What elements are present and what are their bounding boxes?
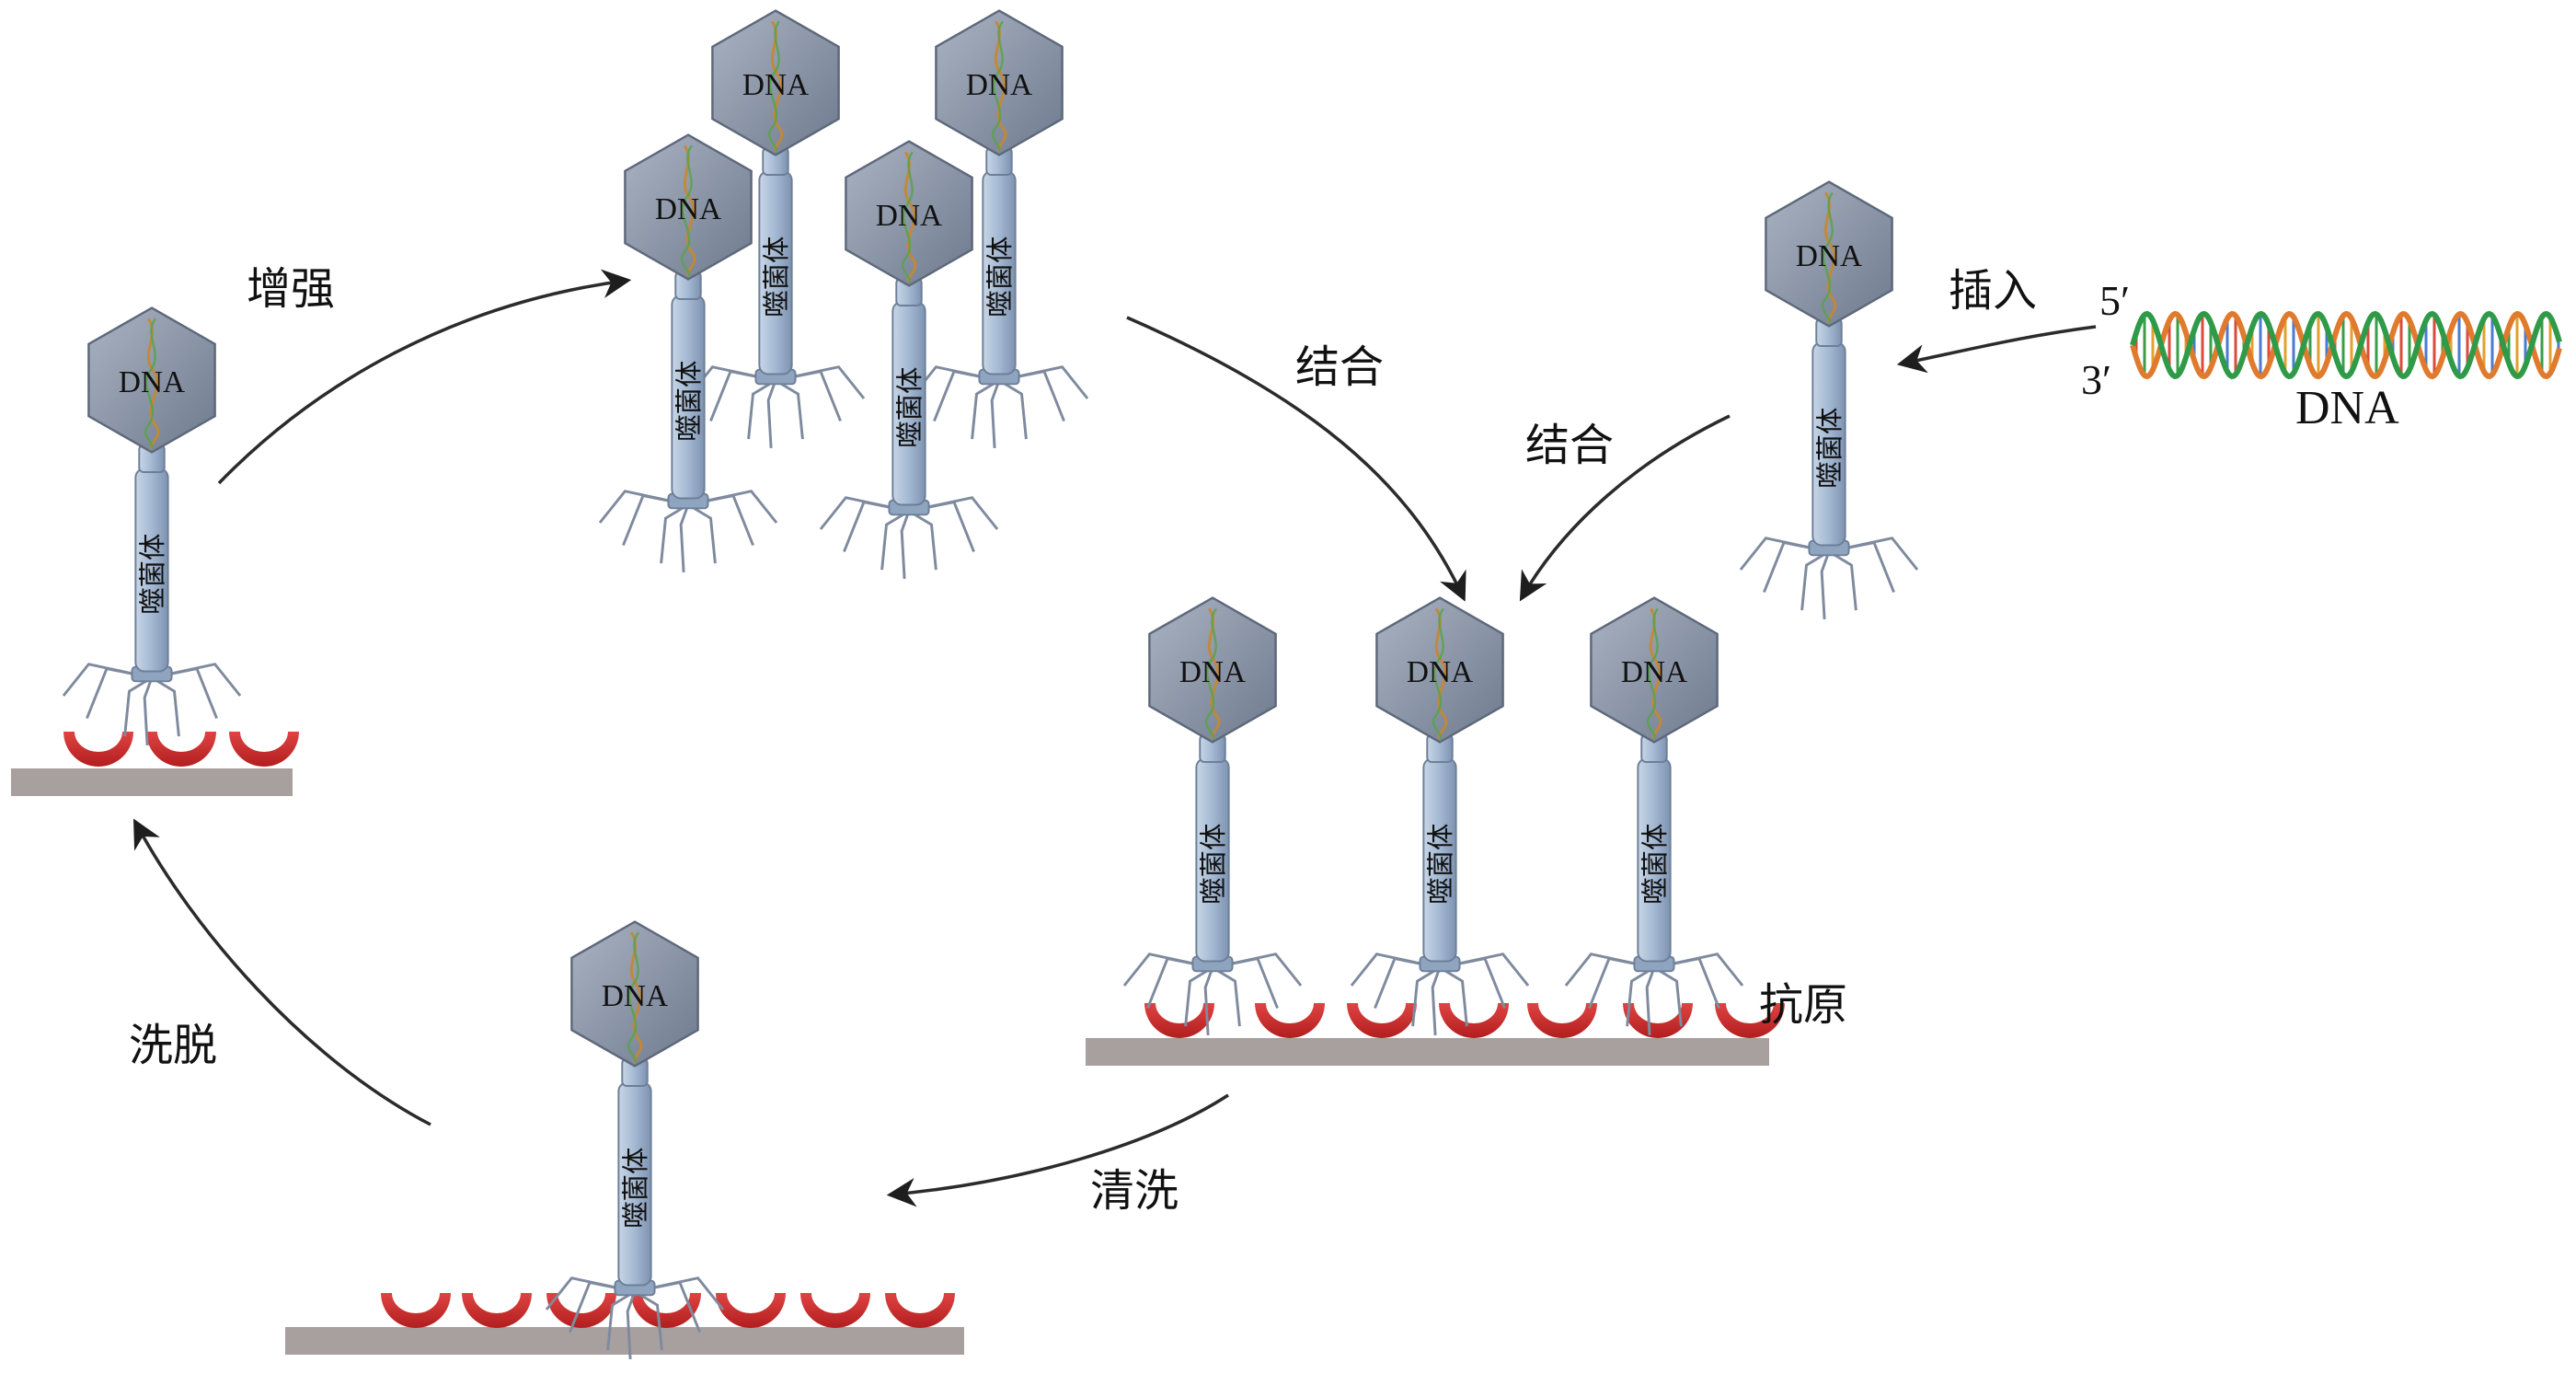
phage-tail-label: 噬菌体: [1425, 824, 1456, 905]
phage-bound-2: DNA 噬菌体: [1350, 596, 1530, 1037]
phage-tail-label: 噬菌体: [984, 237, 1016, 318]
phage-bound-1: DNA 噬菌体: [1122, 596, 1303, 1037]
label-dna-strand: DNA: [2295, 382, 2399, 434]
label-five-prime: 5′: [2099, 277, 2130, 324]
arrow-amplify: [217, 269, 632, 485]
label-elute: 洗脱: [129, 1020, 217, 1071]
label-amplify: 增强: [247, 263, 335, 315]
phage-wash: DNA 噬菌体: [545, 920, 725, 1361]
phage-head-label: DNA: [1179, 655, 1246, 689]
dna-backbone: [2130, 310, 2562, 380]
phage-head-label: DNA: [876, 199, 942, 233]
phage-amp-front-2: DNA 噬菌体: [819, 140, 999, 581]
arrow-insert: [1896, 325, 2097, 374]
phage-head-label: DNA: [1796, 239, 1862, 273]
phage-tail-label: 噬菌体: [1814, 408, 1846, 489]
phage-left: DNA 噬菌体: [62, 306, 242, 747]
arrow-bind-right: [1519, 414, 1731, 602]
dna-backbone: [2130, 310, 2562, 380]
phage-insert: DNA 噬菌体: [1739, 180, 1919, 621]
phage-tail-label: 噬菌体: [620, 1148, 651, 1229]
label-wash: 清洗: [1090, 1165, 1179, 1217]
dna-double-helix: [2130, 310, 2562, 380]
arrow-elute: [133, 818, 431, 1126]
phage-tail-label: 噬菌体: [137, 534, 168, 615]
phage-head-label: DNA: [1621, 655, 1687, 689]
label-bind-top: 结合: [1295, 341, 1384, 393]
arrow-wash: [886, 1093, 1229, 1207]
label-bind-right: 结合: [1525, 420, 1614, 471]
phage-amp-back-2: DNA 噬菌体: [909, 9, 1089, 450]
label-three-prime: 3′: [2081, 356, 2111, 403]
substrate-left: [11, 732, 299, 796]
phage-amp-back-1: DNA 噬菌体: [685, 9, 866, 450]
phage-tail-label: 噬菌体: [1639, 824, 1671, 905]
phage-head-label: DNA: [966, 68, 1032, 102]
label-antigen: 抗原: [1759, 979, 1847, 1031]
arrows: [133, 269, 2097, 1207]
phage-head-label: DNA: [602, 979, 668, 1013]
phage-tail-label: 噬菌体: [761, 237, 792, 318]
phage-amp-front-1: DNA 噬菌体: [598, 133, 778, 574]
antigen-row-left: [63, 732, 299, 767]
label-insert: 插入: [1949, 265, 2037, 317]
phage-head-label: DNA: [119, 365, 185, 399]
phage-tail-label: 噬菌体: [1198, 824, 1229, 905]
arrow-bind-top: [1126, 316, 1466, 602]
antigen-row-bottom: [381, 1293, 955, 1328]
phage-tail-label: 噬菌体: [673, 361, 705, 442]
phage-head-label: DNA: [742, 68, 809, 102]
substrate-right: [1086, 1003, 1785, 1066]
phage-head-label: DNA: [1407, 655, 1473, 689]
phage-bound-3: DNA 噬菌体: [1564, 596, 1744, 1037]
substrate-bottom: [285, 1293, 964, 1355]
phage-tail-label: 噬菌体: [894, 367, 926, 448]
labels: 增强 结合 结合 插入 抗原 清洗 洗脱 DNA 5′ 3′: [129, 263, 2399, 1217]
phage-head-label: DNA: [655, 192, 721, 226]
